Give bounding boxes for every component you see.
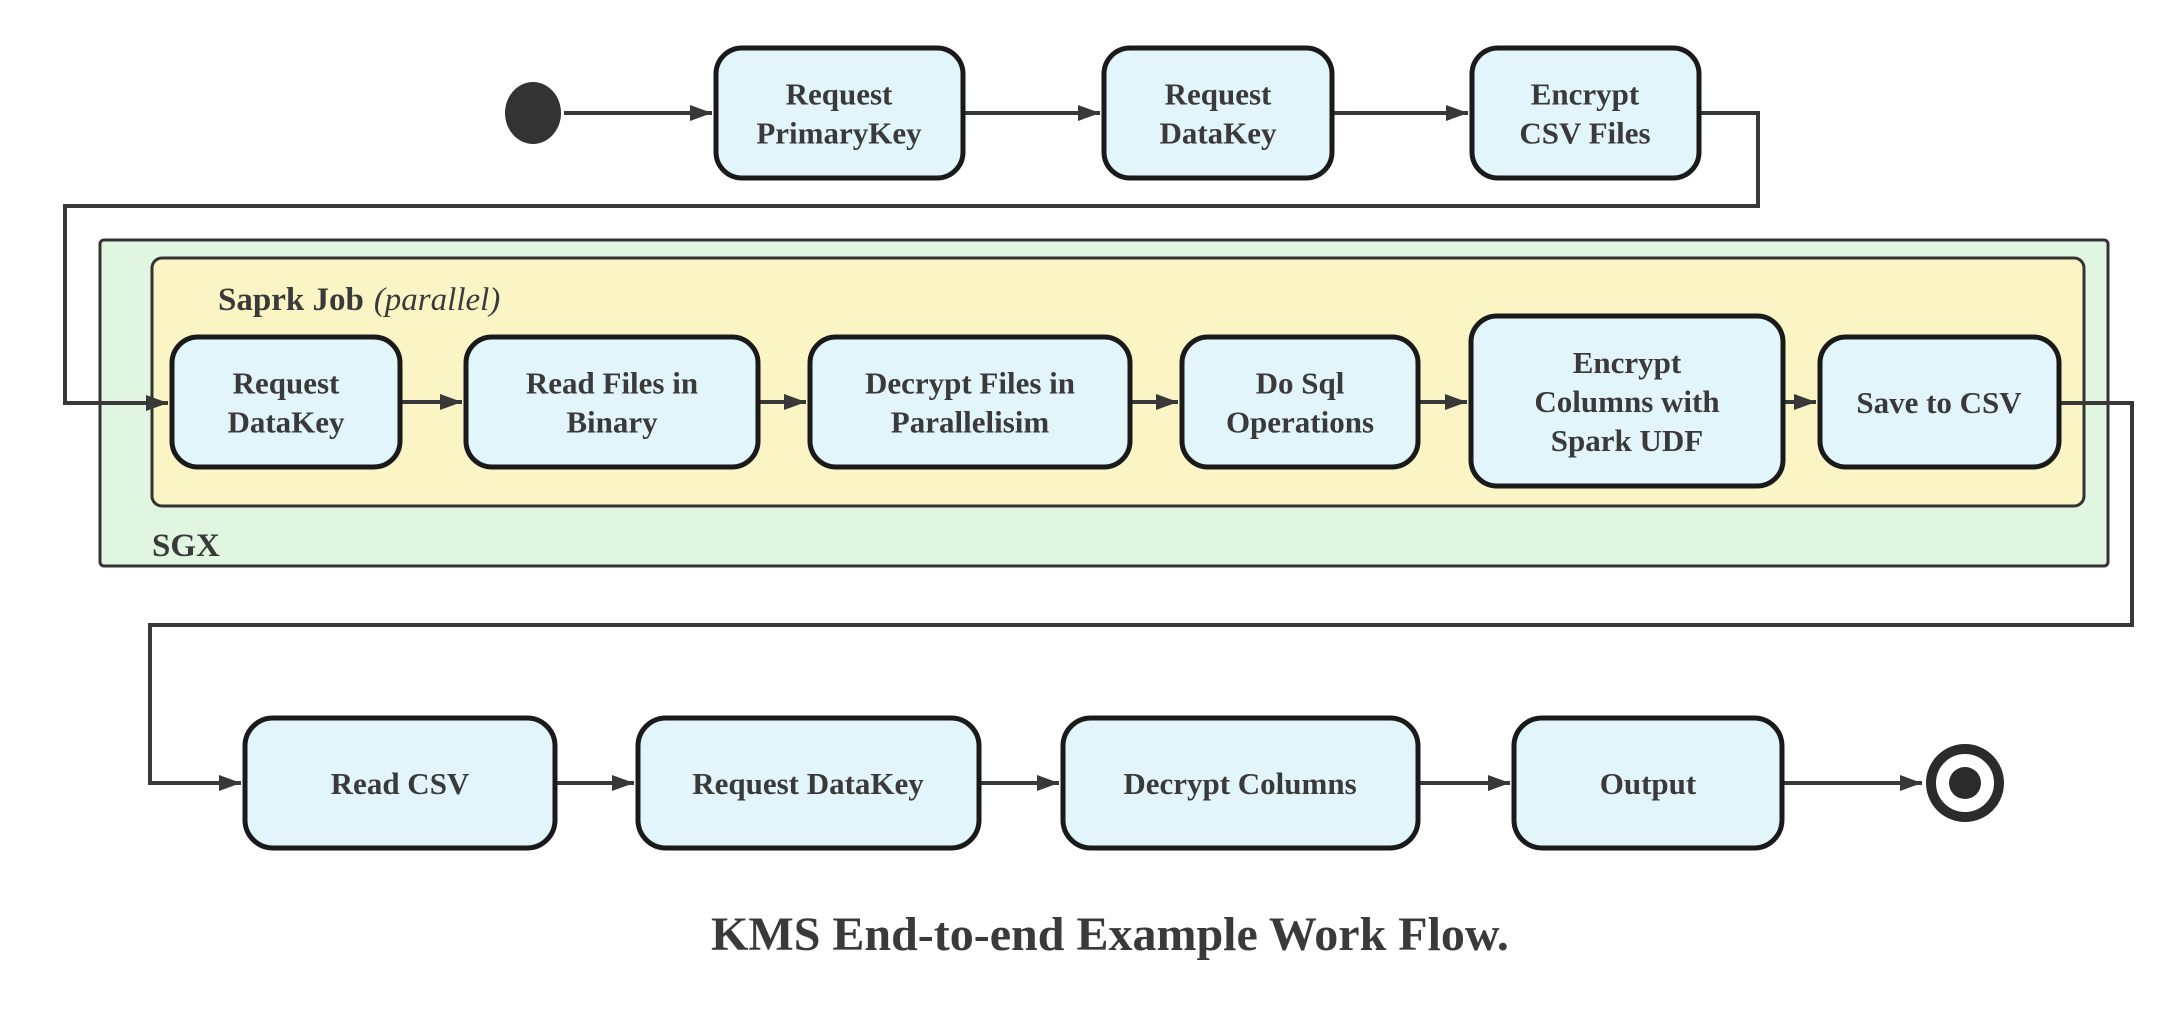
- node-decrypt-columns: Decrypt Columns: [1060, 715, 1421, 851]
- svg-text:Save to CSV: Save to CSV: [1856, 385, 2022, 420]
- end-state-node: [1926, 744, 2004, 822]
- node-request-datakey-final: Request DataKey: [635, 715, 982, 851]
- spark-job-label-bold: Saprk Job: [218, 282, 364, 318]
- sgx-label: SGX: [152, 528, 220, 564]
- edge-encrypt-csv-files-to-spark-request-datakey: [63, 111, 1760, 411]
- svg-text:Decrypt Columns: Decrypt Columns: [1123, 766, 1356, 801]
- node-save-to-csv: Save to CSV: [1817, 334, 2062, 470]
- svg-text:Request DataKey: Request DataKey: [692, 766, 924, 801]
- start-state-node: [505, 82, 561, 144]
- node-output: Output: [1511, 715, 1785, 851]
- diagram-caption: KMS End-to-end Example Work Flow.: [711, 908, 1509, 961]
- spark-job-label-italic: (parallel): [374, 282, 500, 318]
- edge-save-to-csv-to-read-csv: [148, 401, 2134, 791]
- node-read-csv: Read CSV: [242, 715, 558, 851]
- svg-text:Output: Output: [1600, 766, 1697, 801]
- svg-text:Read CSV: Read CSV: [331, 766, 470, 801]
- edges: [63, 105, 2134, 791]
- spark-job-label: Saprk Job (parallel): [218, 282, 500, 318]
